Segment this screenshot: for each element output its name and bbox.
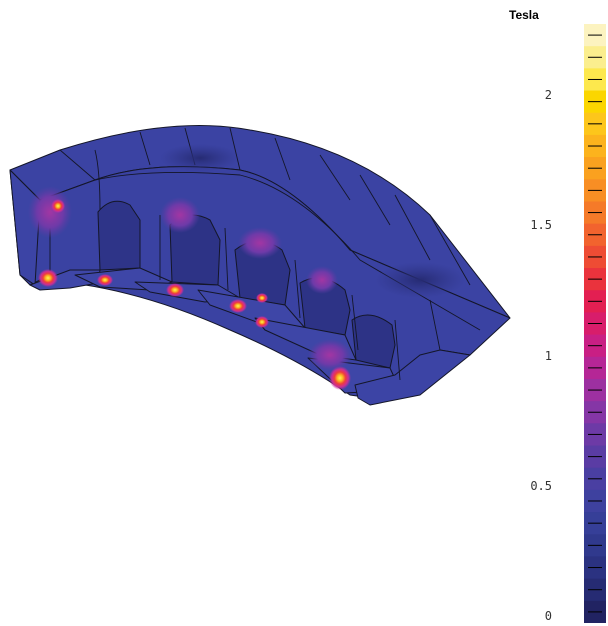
hotspot bbox=[28, 186, 72, 238]
colorbar-tick-label: 2 bbox=[544, 88, 552, 103]
colorbar-tick-label: 1.5 bbox=[530, 218, 552, 233]
end-hook bbox=[354, 349, 471, 406]
legend-unit-title: Tesla bbox=[509, 8, 539, 22]
hotspot bbox=[329, 366, 351, 390]
hotspot bbox=[229, 299, 247, 313]
colorbar-tick-label: 0.5 bbox=[530, 478, 552, 493]
hotspot bbox=[306, 266, 338, 294]
hotspot bbox=[255, 316, 269, 328]
colorbar-tick-label: 0 bbox=[544, 609, 552, 623]
hotspot bbox=[38, 269, 58, 287]
dark-region bbox=[375, 262, 465, 298]
hotspot bbox=[51, 199, 65, 213]
hotspot bbox=[97, 274, 113, 286]
stator-segment-model bbox=[9, 125, 511, 406]
dark-region bbox=[160, 144, 240, 172]
flux-hotspots bbox=[28, 144, 465, 390]
hotspot bbox=[160, 197, 200, 233]
colorbar-tick-label: 1 bbox=[544, 348, 552, 363]
hotspot bbox=[308, 339, 352, 371]
slot-5 bbox=[351, 314, 396, 369]
hotspot bbox=[166, 283, 184, 297]
hotspot bbox=[256, 293, 268, 303]
slot-1 bbox=[97, 200, 141, 271]
hotspot bbox=[238, 227, 282, 259]
colorbar bbox=[584, 24, 606, 623]
